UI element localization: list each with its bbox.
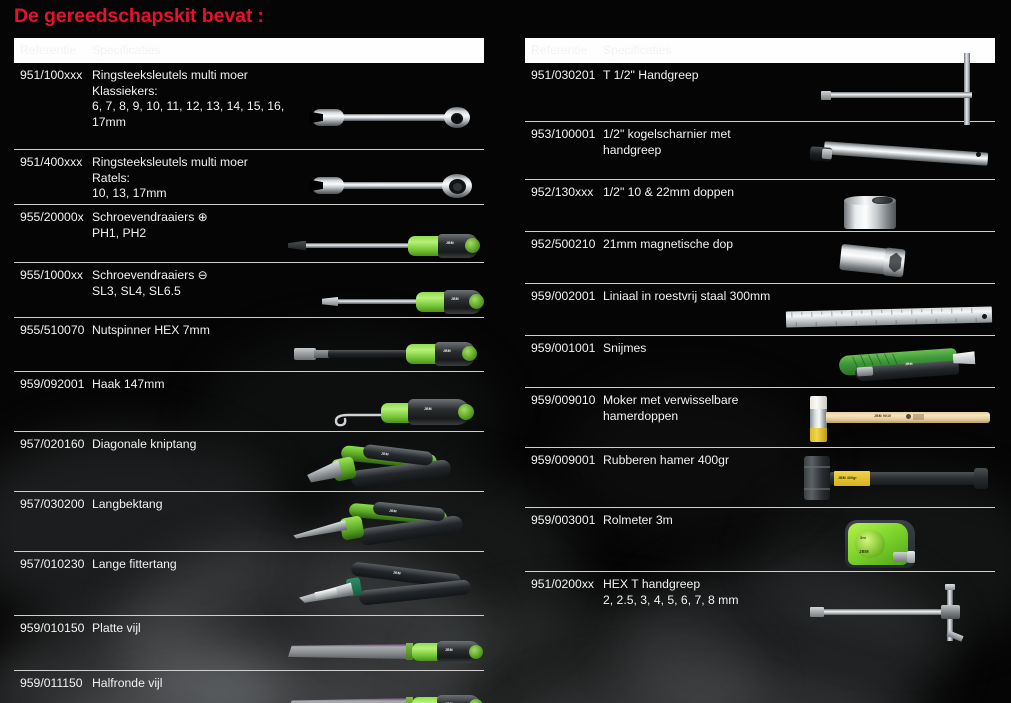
row-specification: 1/2" 10 & 22mm doppen xyxy=(603,185,735,199)
row-reference: 951/030201 xyxy=(531,68,596,82)
table-header-left: Referentie Specificaties xyxy=(14,38,484,63)
table-header-right: Referentie Specificaties xyxy=(525,38,995,63)
table-row[interactable]: 959/009001 Rubberen hamer 400gr JBM 400g… xyxy=(525,447,995,507)
table-row[interactable]: 959/003001 Rolmeter 3m 3m JBM xyxy=(525,507,995,571)
row-specification: Langbektang xyxy=(92,497,163,511)
row-reference: 952/130xxx xyxy=(531,185,594,199)
row-reference: 959/003001 xyxy=(531,513,596,527)
table-row[interactable]: 952/500210 21mm magnetische dop xyxy=(525,231,995,283)
table-row[interactable]: 959/002001 Liniaal in roestvrij staal 30… xyxy=(525,283,995,335)
spec-table-right: Referentie Specificaties 951/030201 T 1/… xyxy=(525,38,995,651)
row-reference: 955/20000x xyxy=(20,210,84,224)
row-reference: 959/009010 xyxy=(531,393,596,407)
row-reference: 953/100001 xyxy=(531,127,596,141)
tool-image-hook-pick: JBM xyxy=(296,391,486,429)
page-title: De gereedschapskit bevat : xyxy=(14,5,264,27)
row-specification: 21mm magnetische dop xyxy=(603,237,734,251)
row-reference: 951/0200xx xyxy=(531,577,595,591)
table-row[interactable]: 951/0200xx HEX T handgreep 2, 2.5, 3, 4,… xyxy=(525,571,995,651)
tool-image-diagonal-cutting-pliers: JBM xyxy=(289,443,469,490)
row-specification: 1/2" kogelscharnier met handgreep xyxy=(603,127,731,157)
table-row[interactable]: 959/011150 Halfronde vijl JBM xyxy=(14,670,484,703)
column-header-referentie: Referentie xyxy=(20,42,77,57)
row-specification: HEX T handgreep 2, 2.5, 3, 4, 5, 6, 7, 8… xyxy=(603,577,739,607)
table-row[interactable]: 959/010150 Platte vijl JBM xyxy=(14,615,484,670)
table-row[interactable]: 957/010230 Lange fittertang JBM xyxy=(14,551,484,615)
table-row[interactable]: 957/020160 Diagonale kniptang JBM xyxy=(14,431,484,491)
row-reference: 957/030200 xyxy=(20,497,85,511)
row-specification: Ringsteeksleutels multi moer Klassiekers… xyxy=(92,68,285,129)
table-row[interactable]: 959/001001 Snijmes xyxy=(525,335,995,387)
row-specification: T 1/2" Handgreep xyxy=(603,68,699,82)
table-row[interactable]: 955/510070 Nutspinner HEX 7mm JBM xyxy=(14,317,484,371)
row-reference: 957/010230 xyxy=(20,557,85,571)
row-reference: 952/500210 xyxy=(531,237,596,251)
row-specification: Snijmes xyxy=(603,341,647,355)
table-row[interactable]: 951/400xxx Ringsteeksleutels multi moer … xyxy=(14,149,484,204)
table-row[interactable]: 952/130xxx 1/2" 10 & 22mm doppen xyxy=(525,179,995,231)
tool-image-nut-spinner: JBM xyxy=(288,334,488,368)
row-specification: Nutspinner HEX 7mm xyxy=(92,323,210,337)
row-reference: 955/1000xx xyxy=(20,268,84,282)
row-reference: 959/010150 xyxy=(20,621,85,635)
column-header-specificaties: Specificaties xyxy=(92,42,161,57)
row-specification: Halfronde vijl xyxy=(92,676,163,690)
row-specification: Moker met verwisselbare hamerdoppen xyxy=(603,393,739,423)
row-specification: Lange fittertang xyxy=(92,557,177,571)
tool-image-flat-file: JBM xyxy=(288,634,488,668)
column-header-specificaties: Specificaties xyxy=(603,42,672,57)
table-row[interactable]: 953/100001 1/2" kogelscharnier met handg… xyxy=(525,121,995,179)
table-row[interactable]: 951/030201 T 1/2" Handgreep xyxy=(525,53,995,125)
table-row[interactable]: 959/092001 Haak 147mm JBM xyxy=(14,371,484,431)
row-specification: Schroevendraaiers ⊖ SL3, SL4, SL6.5 xyxy=(92,268,208,298)
row-specification: Liniaal in roestvrij staal 300mm xyxy=(603,289,771,303)
row-reference: 959/011150 xyxy=(20,676,83,690)
column-header-referentie: Referentie xyxy=(531,42,588,57)
table-row[interactable]: 959/009010 Moker met verwisselbare hamer… xyxy=(525,387,995,447)
row-reference: 959/001001 xyxy=(531,341,596,355)
row-specification: Diagonale kniptang xyxy=(92,437,197,451)
row-reference: 957/020160 xyxy=(20,437,85,451)
row-specification: Rubberen hamer 400gr xyxy=(603,453,730,467)
row-specification: Haak 147mm xyxy=(92,377,165,391)
row-reference: 951/400xxx xyxy=(20,155,83,169)
row-reference: 951/100xxx xyxy=(20,68,83,82)
row-specification: Rolmeter 3m xyxy=(603,513,673,527)
row-reference: 955/510070 xyxy=(20,323,85,337)
row-reference: 959/002001 xyxy=(531,289,596,303)
tool-image-long-combination-pliers: JBM xyxy=(293,561,478,614)
row-reference: 959/009001 xyxy=(531,453,596,467)
table-row[interactable]: 955/20000x Schroevendraaiers ⊕ PH1, PH2 … xyxy=(14,204,484,262)
row-specification: Platte vijl xyxy=(92,621,141,635)
table-row[interactable]: 951/100xxx Ringsteeksleutels multi moer … xyxy=(14,63,484,149)
row-specification: Schroevendraaiers ⊕ PH1, PH2 xyxy=(92,210,208,240)
row-reference: 959/092001 xyxy=(20,377,85,391)
table-row[interactable]: 955/1000xx Schroevendraaiers ⊖ SL3, SL4,… xyxy=(14,262,484,317)
table-row[interactable]: 957/030200 Langbektang JBM xyxy=(14,491,484,551)
spec-table-left: Referentie Specificaties 951/100xxx Ring… xyxy=(14,38,484,703)
row-specification: Ringsteeksleutels multi moer Ratels: 10,… xyxy=(92,155,248,200)
